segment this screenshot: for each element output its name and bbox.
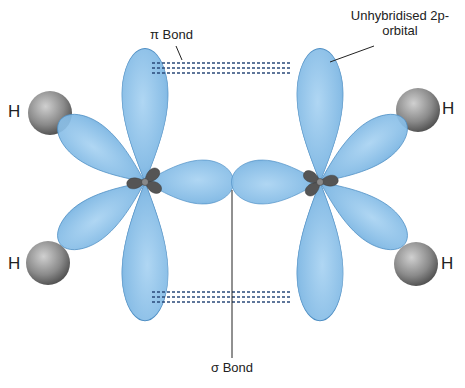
orbital-label: Unhybridised 2p-orbital <box>345 9 455 39</box>
pi-bond-lines <box>152 63 292 302</box>
atom-label: H <box>8 254 28 274</box>
leader-line <box>176 46 374 358</box>
sp2-orbital-lobe <box>308 103 418 199</box>
atom-label: H <box>441 254 461 274</box>
sp2-orbital-lobe <box>308 165 418 261</box>
bond-label: π Bond <box>150 28 230 43</box>
carbon-nucleus <box>142 179 149 186</box>
hydrogen-atom <box>394 242 438 286</box>
bond-label: σ Bond <box>197 361 267 376</box>
hydrogen-atom <box>26 241 70 285</box>
atom-label: H <box>8 102 28 122</box>
sp2-orbital-lobe <box>145 160 234 204</box>
atom-label: H <box>442 99 462 119</box>
sp2-orbital-lobe <box>48 103 158 199</box>
carbon-nucleus <box>317 179 324 186</box>
sp2-orbital-lobe <box>232 160 321 204</box>
sp2-orbital-lobe <box>48 165 158 261</box>
